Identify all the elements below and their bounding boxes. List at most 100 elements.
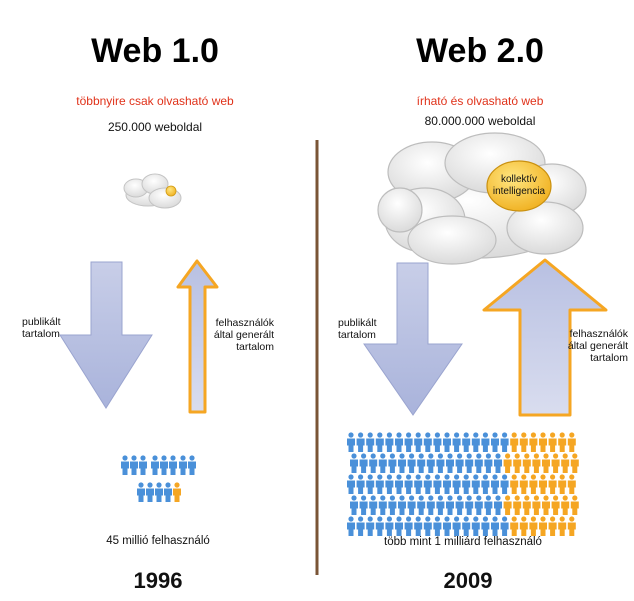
person-orange-icon	[529, 432, 538, 452]
person-blue-icon	[423, 432, 432, 452]
person-orange-icon	[551, 495, 560, 515]
person-orange-icon	[567, 432, 576, 452]
person-blue-icon	[426, 495, 435, 515]
person-blue-icon	[471, 516, 480, 536]
person-blue-icon	[385, 474, 394, 494]
person-blue-icon	[491, 432, 499, 452]
person-blue-icon	[462, 474, 471, 494]
person-blue-icon	[414, 516, 423, 536]
web1-cloud-icon	[123, 173, 182, 209]
person-blue-icon	[404, 516, 413, 536]
person-blue-icon	[350, 495, 358, 515]
person-blue-icon	[359, 495, 368, 515]
person-blue-icon	[398, 453, 406, 473]
person-orange-icon	[542, 495, 550, 515]
person-orange-icon	[519, 432, 528, 452]
collective-intelligence-label: kollektív intelligencia	[492, 174, 546, 197]
person-blue-icon	[388, 453, 397, 473]
person-blue-icon	[443, 432, 451, 452]
person-orange-icon	[503, 453, 512, 473]
person-orange-icon	[503, 495, 512, 515]
person-orange-icon	[561, 495, 570, 515]
person-blue-icon	[356, 432, 365, 452]
person-blue-icon	[414, 432, 423, 452]
person-blue-icon	[455, 453, 464, 473]
person-orange-icon	[548, 432, 557, 452]
person-blue-icon	[395, 474, 403, 494]
person-blue-icon	[385, 432, 394, 452]
person-blue-icon	[407, 495, 416, 515]
person-blue-icon	[369, 495, 378, 515]
person-blue-icon	[491, 474, 499, 494]
person-blue-icon	[446, 495, 454, 515]
person-blue-icon	[433, 474, 442, 494]
person-blue-icon	[350, 453, 358, 473]
person-blue-icon	[426, 453, 435, 473]
person-blue-icon	[484, 495, 493, 515]
person-blue-icon	[375, 516, 384, 536]
web2-published-label: publikált tartalom	[338, 317, 377, 341]
person-orange-icon	[567, 474, 576, 494]
person-blue-icon	[417, 495, 426, 515]
person-blue-icon	[455, 495, 464, 515]
web1-page-count: 250.000 weboldal	[107, 120, 203, 134]
person-blue-icon	[388, 495, 397, 515]
person-blue-icon	[398, 495, 406, 515]
person-blue-icon	[378, 495, 387, 515]
person-blue-icon	[471, 474, 480, 494]
person-blue-icon	[443, 474, 451, 494]
web2-people-group	[347, 432, 579, 536]
web1-people-group	[121, 455, 196, 502]
person-blue-icon	[404, 432, 413, 452]
person-blue-icon	[462, 432, 471, 452]
person-blue-icon	[375, 474, 384, 494]
person-blue-icon	[462, 516, 471, 536]
person-orange-icon	[561, 453, 570, 473]
person-blue-icon	[417, 453, 426, 473]
person-blue-icon	[500, 474, 509, 494]
person-blue-icon	[366, 474, 375, 494]
person-orange-icon	[558, 516, 567, 536]
person-blue-icon	[366, 432, 375, 452]
person-blue-icon	[433, 516, 442, 536]
person-blue-icon	[356, 474, 365, 494]
web2-year: 2009	[443, 568, 493, 593]
person-orange-icon	[532, 495, 541, 515]
person-orange-icon	[551, 453, 560, 473]
person-blue-icon	[452, 474, 461, 494]
web1-up-arrow	[176, 259, 219, 414]
person-blue-icon	[378, 453, 387, 473]
web1-title: Web 1.0	[91, 32, 219, 70]
person-blue-icon	[481, 516, 490, 536]
person-orange-icon	[522, 495, 531, 515]
web1-published-label: publikált tartalom	[22, 316, 61, 340]
collective-intelligence-bubble	[486, 160, 552, 212]
web2-user-generated-label: felhasználók által generált tartalom	[567, 328, 628, 364]
person-blue-icon	[491, 516, 499, 536]
person-orange-icon	[567, 516, 576, 536]
person-orange-icon	[548, 474, 557, 494]
person-blue-icon	[446, 453, 454, 473]
person-blue-icon	[395, 516, 403, 536]
person-orange-icon	[513, 495, 522, 515]
person-orange-icon	[510, 516, 519, 536]
web2-subtitle: írható és olvasható web	[416, 94, 544, 108]
person-blue-icon	[471, 432, 480, 452]
person-blue-icon	[347, 432, 355, 452]
person-blue-icon	[359, 453, 368, 473]
person-blue-icon	[452, 432, 461, 452]
person-blue-icon	[369, 453, 378, 473]
person-blue-icon	[436, 495, 445, 515]
person-orange-icon	[570, 495, 579, 515]
person-blue-icon	[500, 432, 509, 452]
person-orange-icon	[558, 432, 567, 452]
person-blue-icon	[474, 453, 483, 473]
person-orange-icon	[539, 516, 547, 536]
person-orange-icon	[532, 453, 541, 473]
person-blue-icon	[385, 516, 394, 536]
person-orange-icon	[519, 516, 528, 536]
person-blue-icon	[474, 495, 483, 515]
person-blue-icon	[407, 453, 416, 473]
web1-subtitle: többnyire csak olvasható web	[76, 94, 234, 108]
